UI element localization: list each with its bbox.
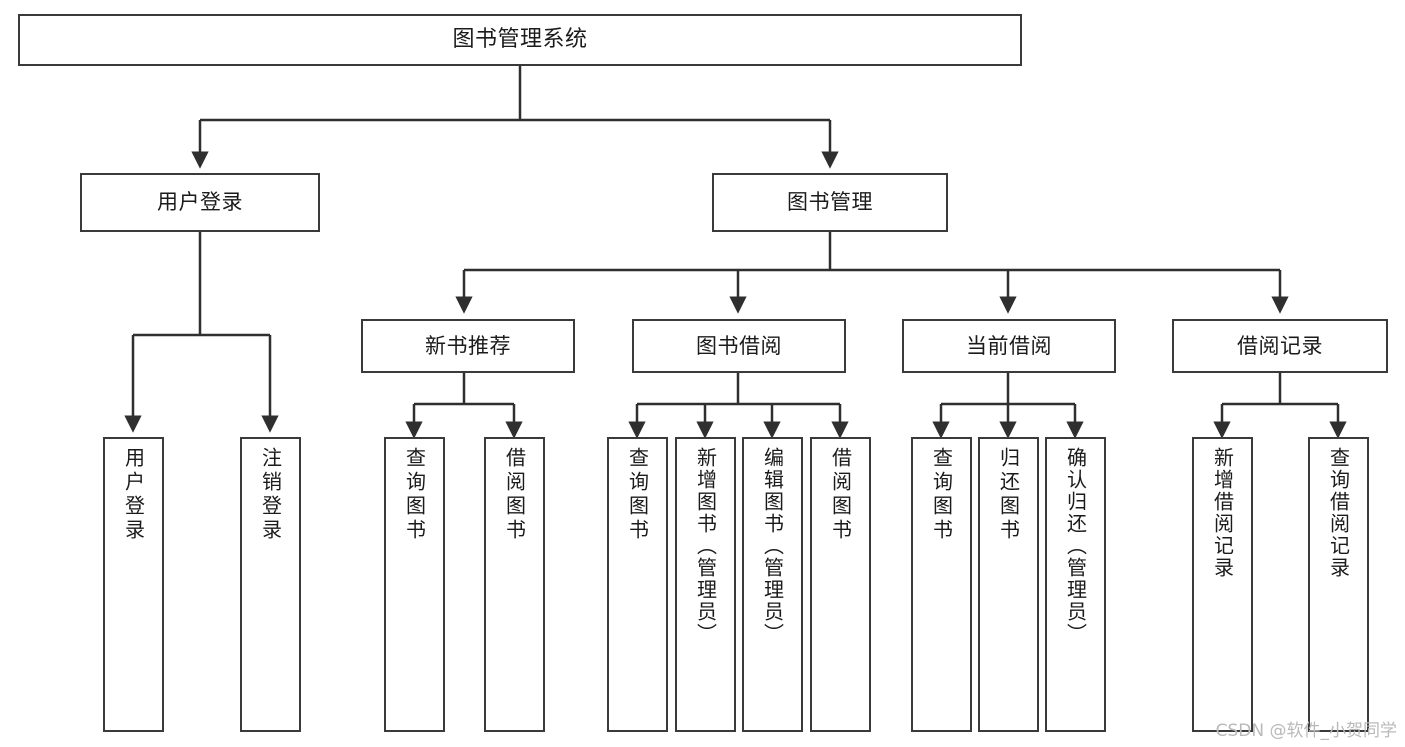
leaf-query-borrow-record-label: 查询借阅记录 [1326,447,1351,579]
node-new-book-recommend-label: 新书推荐 [425,333,511,358]
leaf-logout[interactable]: 注销登录 [240,437,301,732]
leaf-borrow-book-recommend-label: 借阅图书 [502,447,527,543]
node-user-login-label: 用户登录 [157,190,243,215]
leaf-query-book-recommend[interactable]: 查询图书 [384,437,445,732]
node-borrow-record-label: 借阅记录 [1237,333,1323,358]
node-book-borrow[interactable]: 图书借阅 [632,319,846,373]
leaf-query-book-recommend-label: 查询图书 [402,447,427,543]
node-book-management-label: 图书管理 [787,190,873,215]
leaf-confirm-return-admin[interactable]: 确认归还（管理员） [1045,437,1106,732]
node-root[interactable]: 图书管理系统 [18,14,1022,66]
leaf-borrow-book-label: 借阅图书 [828,447,853,543]
leaf-logout-label: 注销登录 [258,447,283,543]
leaf-user-login-label: 用户登录 [121,447,146,543]
leaf-confirm-return-admin-label: 确认归还（管理员） [1063,447,1088,645]
node-new-book-recommend[interactable]: 新书推荐 [361,319,575,373]
leaf-query-book-current-label: 查询图书 [929,447,954,543]
node-book-management[interactable]: 图书管理 [712,173,948,232]
leaf-query-book-borrow[interactable]: 查询图书 [607,437,668,732]
node-current-borrow-label: 当前借阅 [966,333,1052,358]
leaf-add-borrow-record-label: 新增借阅记录 [1210,447,1235,579]
node-user-login[interactable]: 用户登录 [80,173,320,232]
leaf-user-login[interactable]: 用户登录 [103,437,164,732]
leaf-query-book-current[interactable]: 查询图书 [911,437,972,732]
leaf-query-book-borrow-label: 查询图书 [625,447,650,543]
watermark: CSDN @软件_小贺同学 [1215,721,1397,741]
leaf-edit-book-admin[interactable]: 编辑图书（管理员） [742,437,803,732]
node-current-borrow[interactable]: 当前借阅 [902,319,1116,373]
leaf-borrow-book-recommend[interactable]: 借阅图书 [484,437,545,732]
node-book-borrow-label: 图书借阅 [696,333,782,358]
leaf-add-book-admin[interactable]: 新增图书（管理员） [675,437,736,732]
leaf-borrow-book[interactable]: 借阅图书 [810,437,871,732]
leaf-add-book-admin-label: 新增图书（管理员） [693,447,718,645]
leaf-return-book-label: 归还图书 [996,447,1021,543]
leaf-edit-book-admin-label: 编辑图书（管理员） [760,447,785,645]
node-root-label: 图书管理系统 [452,27,588,53]
leaf-return-book[interactable]: 归还图书 [978,437,1039,732]
leaf-query-borrow-record[interactable]: 查询借阅记录 [1308,437,1369,732]
node-borrow-record[interactable]: 借阅记录 [1172,319,1388,373]
leaf-add-borrow-record[interactable]: 新增借阅记录 [1192,437,1253,732]
